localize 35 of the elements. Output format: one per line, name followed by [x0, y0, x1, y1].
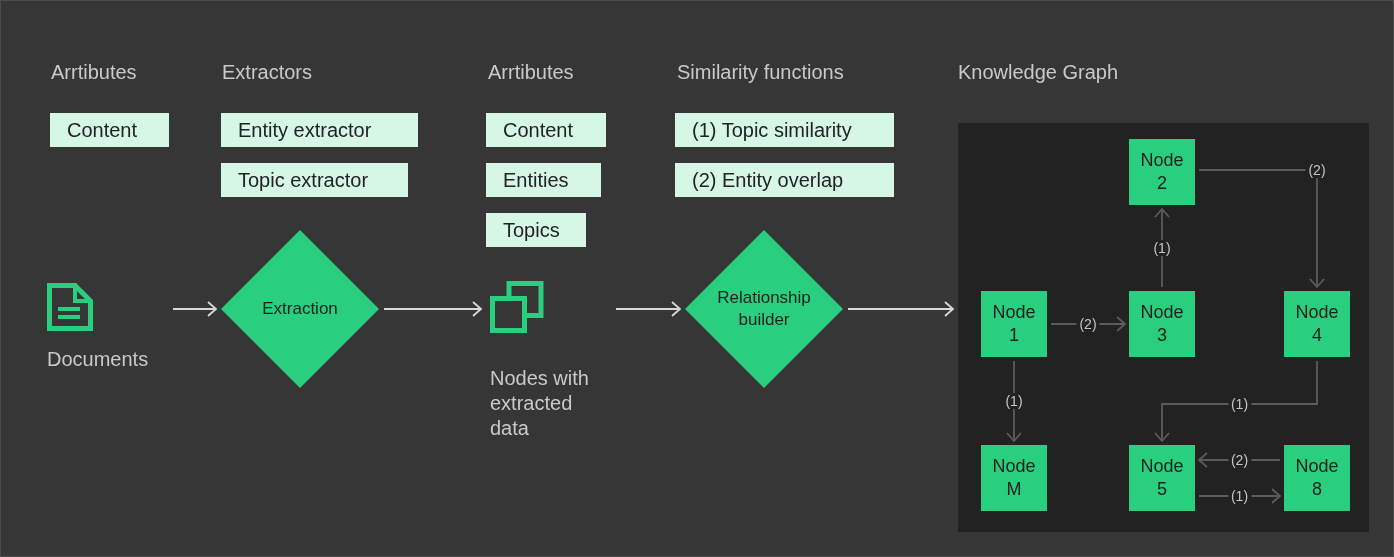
graph-node: Node 4: [1284, 291, 1350, 357]
graph-node: Node 3: [1129, 291, 1195, 357]
graph-node: Node 5: [1129, 445, 1195, 511]
diamond-label: Extraction: [261, 298, 339, 320]
edge-label: (2): [1227, 452, 1252, 468]
diamond-label: Relationship builder: [716, 287, 812, 331]
attribute-tag: (1) Topic similarity: [675, 113, 894, 147]
attribute-tag: Content: [50, 113, 169, 147]
graph-node: Node 8: [1284, 445, 1350, 511]
attribute-tag: Topics: [486, 213, 586, 247]
arrow: [383, 301, 482, 317]
edge-label: (1): [1227, 396, 1252, 412]
node-caption: Documents: [47, 347, 150, 372]
column-heading: Arrtibutes: [488, 60, 574, 85]
arrow: [1154, 360, 1318, 442]
column-heading: Similarity functions: [677, 60, 844, 85]
attribute-tag: Entities: [486, 163, 601, 197]
arrow: [847, 301, 954, 317]
node-caption: Nodes with extracted data: [490, 366, 590, 441]
edge-label: (1): [1227, 488, 1252, 504]
column-heading: Arrtibutes: [51, 60, 137, 85]
arrow: [1198, 169, 1325, 288]
arrow: [1198, 488, 1281, 504]
panel-title: Knowledge Graph: [958, 60, 1119, 85]
arrow: [615, 301, 681, 317]
graph-node: Node 1: [981, 291, 1047, 357]
attribute-tag: Topic extractor: [221, 163, 408, 197]
attribute-tag: (2) Entity overlap: [675, 163, 894, 197]
graph-node: Node 2: [1129, 139, 1195, 205]
column-heading: Extractors: [222, 60, 313, 85]
attribute-tag: Content: [486, 113, 606, 147]
arrow: [172, 301, 217, 317]
edge-label: (2): [1076, 316, 1100, 332]
graph-node: Node M: [981, 445, 1047, 511]
attribute-tag: Entity extractor: [221, 113, 418, 147]
